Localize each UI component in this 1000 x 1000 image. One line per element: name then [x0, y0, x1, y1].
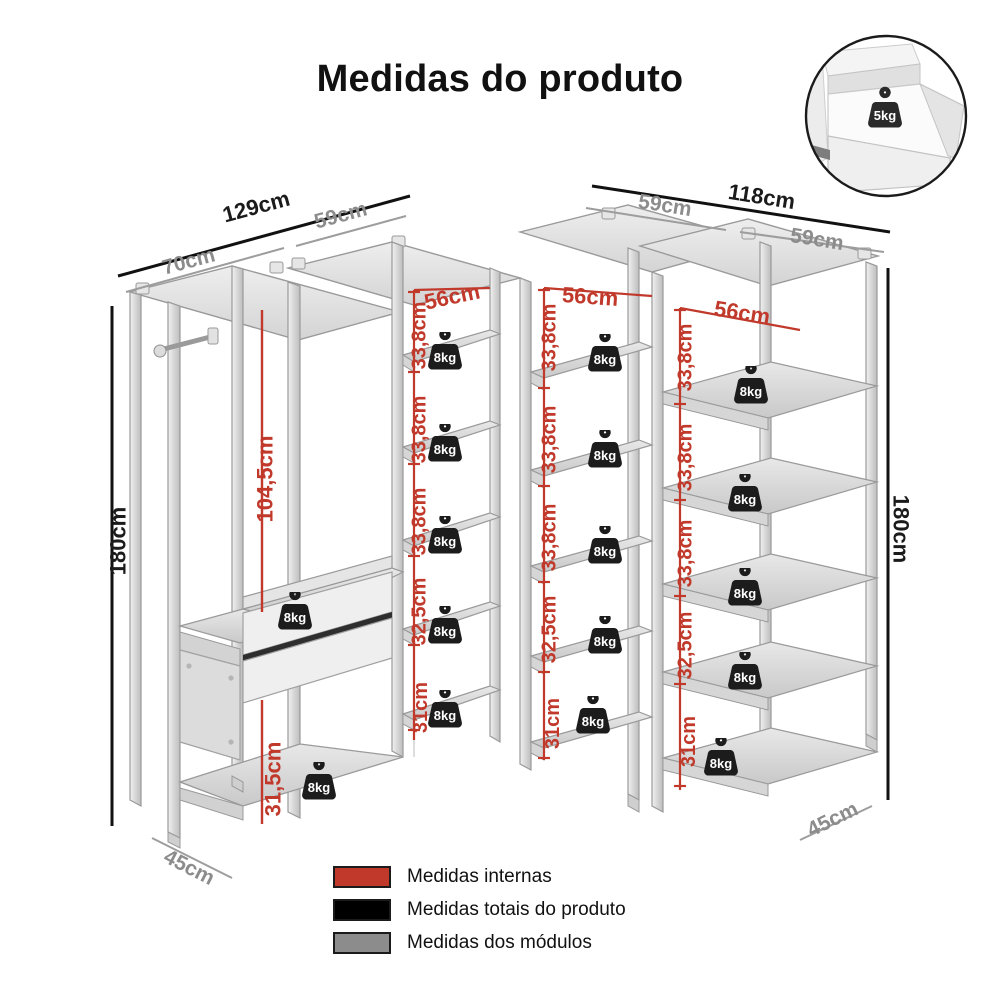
- legend-item-internal: Medidas internas: [333, 862, 626, 892]
- svg-text:8kg: 8kg: [434, 350, 456, 365]
- svg-text:8kg: 8kg: [582, 714, 604, 729]
- legend: Medidas internas Medidas totais do produ…: [333, 862, 626, 961]
- legend-item-total: Medidas totais do produto: [333, 895, 626, 925]
- weight-badge: 8kg: [422, 424, 468, 464]
- legend-item-module: Medidas dos módulos: [333, 928, 626, 958]
- weight-badge: 8kg: [582, 430, 628, 470]
- dim-c4-shelf-2: 33,8cm: [674, 423, 697, 492]
- legend-swatch-module: [333, 932, 391, 954]
- legend-swatch-internal: [333, 866, 391, 888]
- weight-badge: 8kg: [582, 616, 628, 656]
- svg-text:8kg: 8kg: [594, 352, 616, 367]
- dim-left-bottom-shelf: 31,5cm: [260, 741, 286, 817]
- weight-badge: 8kg: [296, 762, 342, 802]
- svg-text:8kg: 8kg: [594, 448, 616, 463]
- dim-c3-shelf-1: 33,8cm: [538, 303, 561, 372]
- weight-badge: 8kg: [422, 606, 468, 646]
- dim-c3-internal-width: 56cm: [561, 282, 620, 311]
- svg-text:8kg: 8kg: [434, 708, 456, 723]
- weight-badge: 8kg: [722, 568, 768, 608]
- weight-badge: 8kg: [728, 366, 774, 406]
- dim-right-height-180: 180cm: [888, 494, 914, 564]
- dim-left-height-180: 180cm: [105, 506, 131, 576]
- svg-text:8kg: 8kg: [710, 756, 732, 771]
- legend-label-module: Medidas dos módulos: [407, 932, 592, 953]
- svg-text:8kg: 8kg: [594, 634, 616, 649]
- svg-text:8kg: 8kg: [740, 384, 762, 399]
- svg-text:8kg: 8kg: [734, 670, 756, 685]
- svg-text:8kg: 8kg: [284, 610, 306, 625]
- svg-text:8kg: 8kg: [594, 544, 616, 559]
- dim-c4-shelf-3: 33,8cm: [674, 519, 697, 588]
- weight-badge: 8kg: [272, 592, 318, 632]
- svg-text:8kg: 8kg: [308, 780, 330, 795]
- svg-text:8kg: 8kg: [734, 586, 756, 601]
- weight-badge: 8kg: [582, 334, 628, 374]
- legend-label-internal: Medidas internas: [407, 866, 552, 887]
- svg-text:8kg: 8kg: [434, 442, 456, 457]
- module-left-wardrobe: [127, 235, 523, 849]
- dim-c3-shelf-3: 33,8cm: [538, 503, 561, 572]
- dim-c4-shelf-4: 32,5cm: [674, 611, 697, 680]
- module-column-4: [660, 241, 880, 797]
- dimension-lines: [110, 184, 891, 879]
- legend-swatch-total: [333, 899, 391, 921]
- svg-text:8kg: 8kg: [434, 624, 456, 639]
- weight-badge: 8kg: [422, 332, 468, 372]
- page-title: Medidas do produto: [316, 58, 684, 100]
- legend-label-total: Medidas totais do produto: [407, 899, 626, 920]
- weight-badge: 8kg: [582, 526, 628, 566]
- dim-c3-shelf-2: 33,8cm: [538, 405, 561, 474]
- dim-c3-shelf-5: 31cm: [542, 697, 565, 750]
- weight-badge: 8kg: [422, 516, 468, 556]
- dim-c3-shelf-4: 32,5cm: [538, 595, 561, 664]
- svg-text:5kg: 5kg: [874, 108, 896, 123]
- dim-c4-shelf-1: 33,8cm: [674, 323, 697, 392]
- weight-badge: 8kg: [722, 474, 768, 514]
- svg-text:8kg: 8kg: [734, 492, 756, 507]
- weight-badge: 8kg: [698, 738, 744, 778]
- dim-hanging-height: 104,5cm: [252, 435, 278, 523]
- weight-badge: 8kg: [570, 696, 616, 736]
- svg-text:8kg: 8kg: [434, 534, 456, 549]
- weight-badge: 8kg: [722, 652, 768, 692]
- weight-badge: 8kg: [422, 690, 468, 730]
- drawer-capacity-detail: 5kg: [800, 32, 972, 200]
